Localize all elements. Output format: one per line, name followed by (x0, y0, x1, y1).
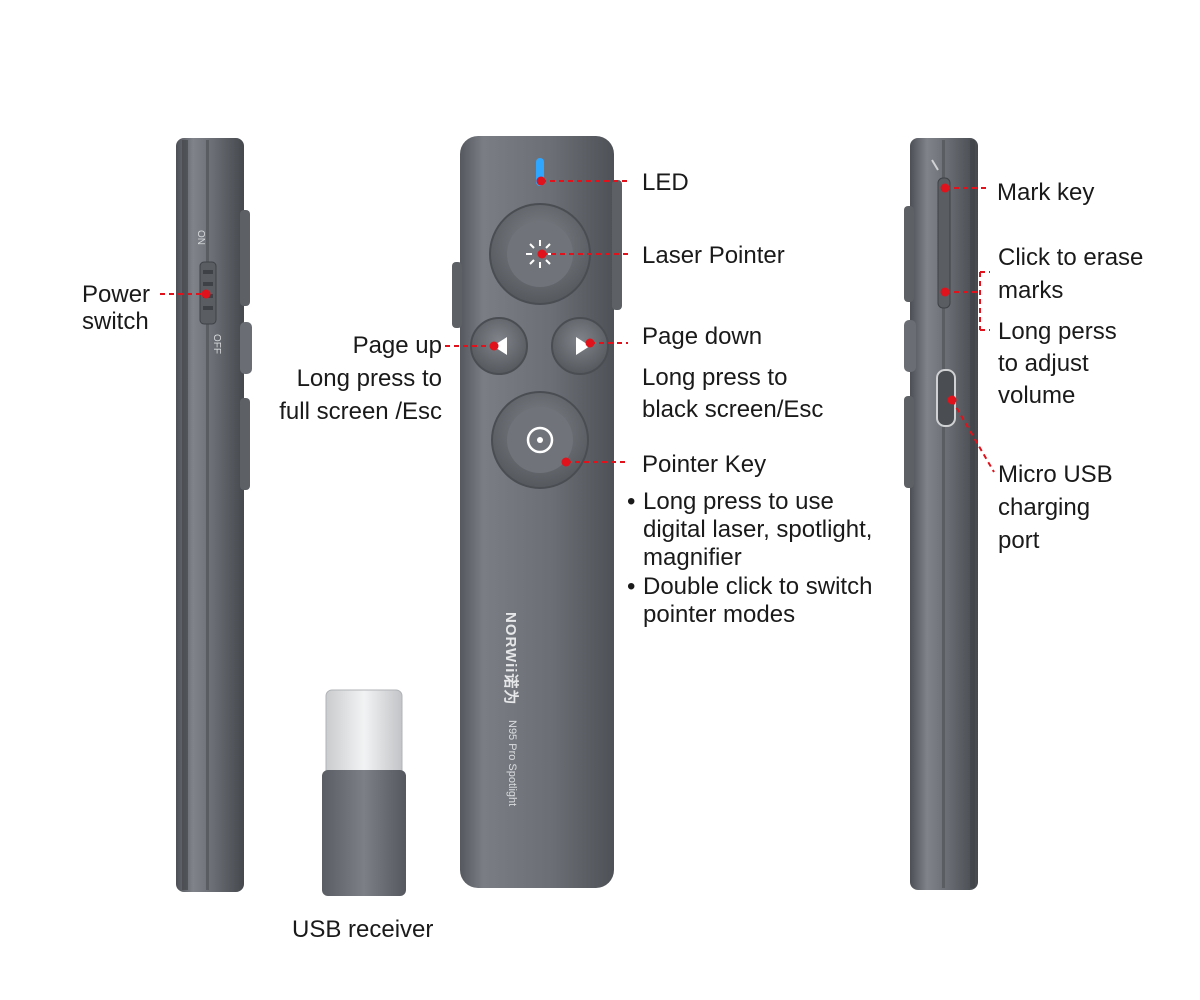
power-switch-label-line1: Power (82, 281, 151, 308)
page-up-desc-line2: full screen /Esc (279, 398, 442, 425)
left-side-button[interactable] (240, 322, 252, 374)
led-label: LED (642, 169, 689, 196)
laser-pointer-label: Laser Pointer (642, 242, 785, 269)
mark-key-label: Mark key (997, 179, 1095, 206)
page-up-desc-line1: Long press to (296, 365, 442, 392)
usb-receiver-drawing (322, 689, 406, 896)
left-side-button[interactable] (240, 210, 250, 306)
triangle-right-icon (576, 337, 590, 355)
usb-receiver-label: USB receiver (292, 916, 434, 943)
page-down-desc-line2: black screen/Esc (642, 396, 824, 423)
page-down-desc-line1: Long press to (642, 364, 788, 391)
power-switch-on-marking: ON (195, 230, 206, 245)
page-up-label: Page up (352, 332, 442, 359)
power-switch-off-marking: OFF (211, 334, 222, 354)
usb-port-label-line1: Micro USB (998, 461, 1113, 488)
front-view (452, 136, 622, 888)
usb-dongle-body (322, 770, 406, 896)
usb-port-label-line2: charging (998, 494, 1091, 521)
callout-dots (201, 176, 957, 467)
pointer-bullet-2-line1: Double click to switch (627, 571, 872, 603)
left-side-button[interactable] (240, 398, 250, 490)
volume-label-line3: volume (998, 382, 1076, 409)
left-side-view (176, 138, 252, 892)
page-down-label: Page down (642, 323, 763, 350)
usb-port-label-line3: port (998, 527, 1040, 554)
callout-lines (160, 180, 995, 473)
pointer-bullet-1-line2: digital laser, spotlight, (643, 516, 873, 543)
left-body (176, 138, 244, 892)
mark-key-button[interactable] (937, 177, 951, 309)
model-name-text: N95 Pro Spotlight (506, 720, 518, 807)
brand-logo-text: NORWii诺为 (502, 612, 519, 706)
target-icon (526, 426, 554, 454)
erase-label-line1: Click to erase (998, 244, 1144, 271)
pointer-bullet-1-line1: Long press to use (627, 486, 834, 518)
triangle-left-icon (493, 337, 507, 355)
pointer-key-label: Pointer Key (642, 451, 767, 478)
volume-label-line2: to adjust (998, 350, 1089, 377)
pointer-bullet-2-line2: pointer modes (643, 601, 796, 628)
power-switch-label-line2: switch (82, 308, 149, 335)
volume-label-line1: Long perss (998, 318, 1117, 345)
pointer-bullet-1-line3: magnifier (643, 544, 742, 571)
erase-label-line2: marks (998, 277, 1064, 304)
usb-plug (325, 689, 403, 779)
right-side-view (904, 138, 978, 890)
